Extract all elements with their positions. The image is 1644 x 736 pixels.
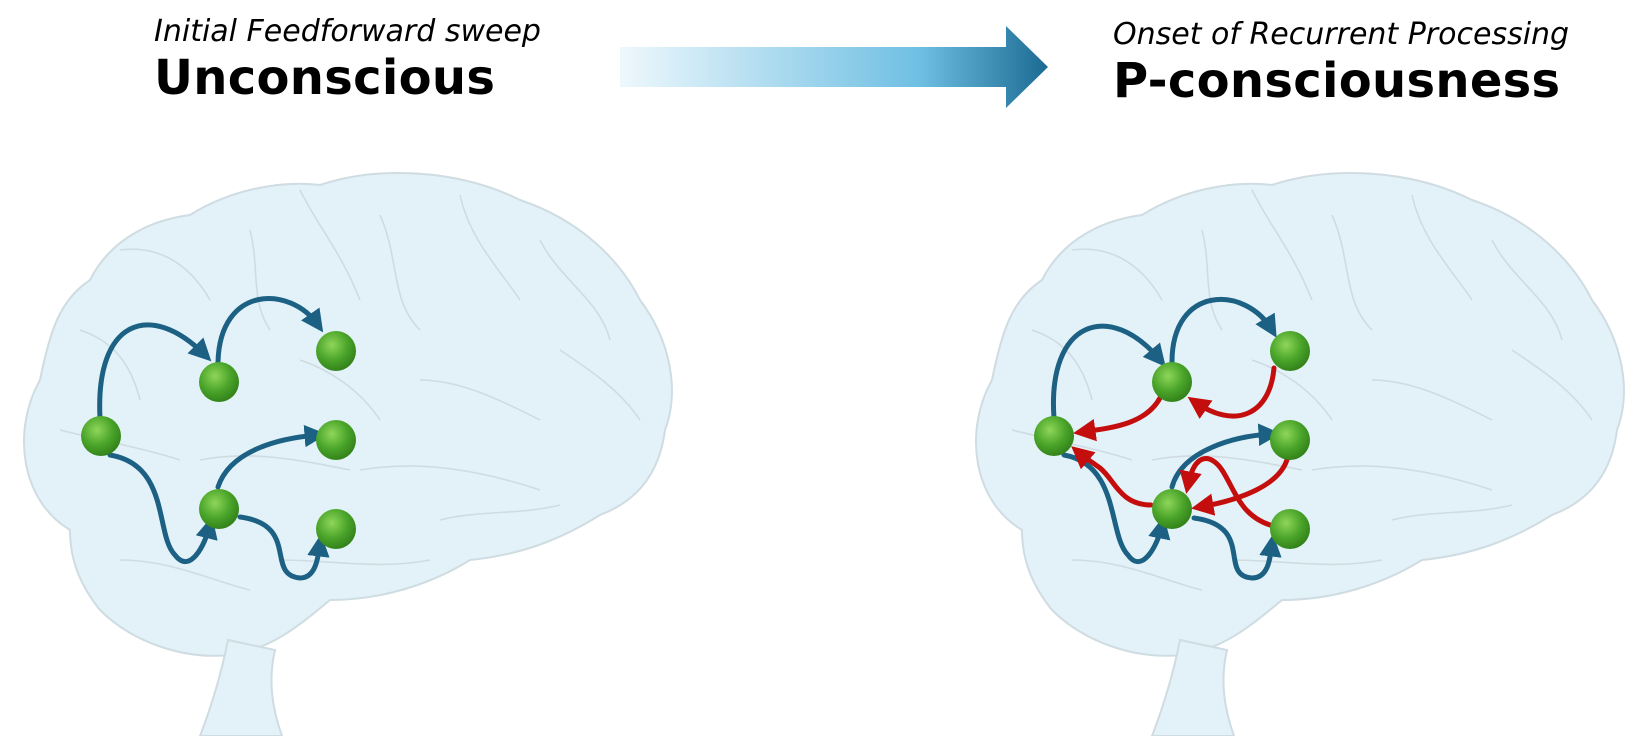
rec-arrow-2: [1073, 395, 1163, 442]
left-heading: Initial Feedforward sweep Unconscious: [154, 14, 541, 106]
ff-arrow-4: [1169, 423, 1281, 490]
rec-arrow-1: [1187, 365, 1277, 419]
left-brain: [23, 172, 673, 736]
ff-arrow-1: [1050, 323, 1166, 421]
ff-arrow-5: [1191, 515, 1282, 581]
right-nodes: [1034, 331, 1310, 549]
ff-arrow-1: [97, 322, 212, 421]
recurrent-arrows: [1071, 365, 1291, 528]
circle-node-icon: [1270, 509, 1310, 549]
circle-node-icon: [316, 509, 356, 549]
rec-arrow-3: [1071, 446, 1154, 508]
left-subtitle: Initial Feedforward sweep: [154, 14, 541, 49]
circle-node-icon: [1152, 489, 1192, 529]
circle-node-icon: [1152, 362, 1192, 402]
left-nodes: [81, 331, 356, 549]
feedforward-arrows: [1050, 297, 1282, 581]
circle-node-icon: [1034, 416, 1074, 456]
ff-arrow-4: [215, 424, 327, 490]
right-arrow-icon: [620, 26, 1048, 108]
circle-node-icon: [316, 331, 356, 371]
right-brain: [975, 172, 1625, 736]
rec-arrow-4: [1191, 453, 1291, 516]
ff-arrow-3: [1061, 452, 1171, 565]
circle-node-icon: [81, 416, 121, 456]
circle-node-icon: [1270, 420, 1310, 460]
right-title: P-consciousness: [1113, 53, 1561, 109]
feedforward-arrows: [97, 296, 330, 581]
rec-arrow-5: [1179, 456, 1273, 528]
right-subtitle: Onset of Recurrent Processing: [1113, 17, 1570, 52]
left-title: Unconscious: [154, 50, 496, 106]
circle-node-icon: [199, 362, 239, 402]
right-heading: Onset of Recurrent Processing P-consciou…: [1113, 17, 1569, 109]
circle-node-icon: [316, 420, 356, 460]
ff-arrow-5: [237, 514, 330, 581]
ff-arrow-2: [215, 296, 324, 365]
circle-node-icon: [1270, 331, 1310, 371]
circle-node-icon: [199, 489, 239, 529]
ff-arrow-3: [107, 452, 218, 565]
ff-arrow-2: [1169, 297, 1277, 365]
